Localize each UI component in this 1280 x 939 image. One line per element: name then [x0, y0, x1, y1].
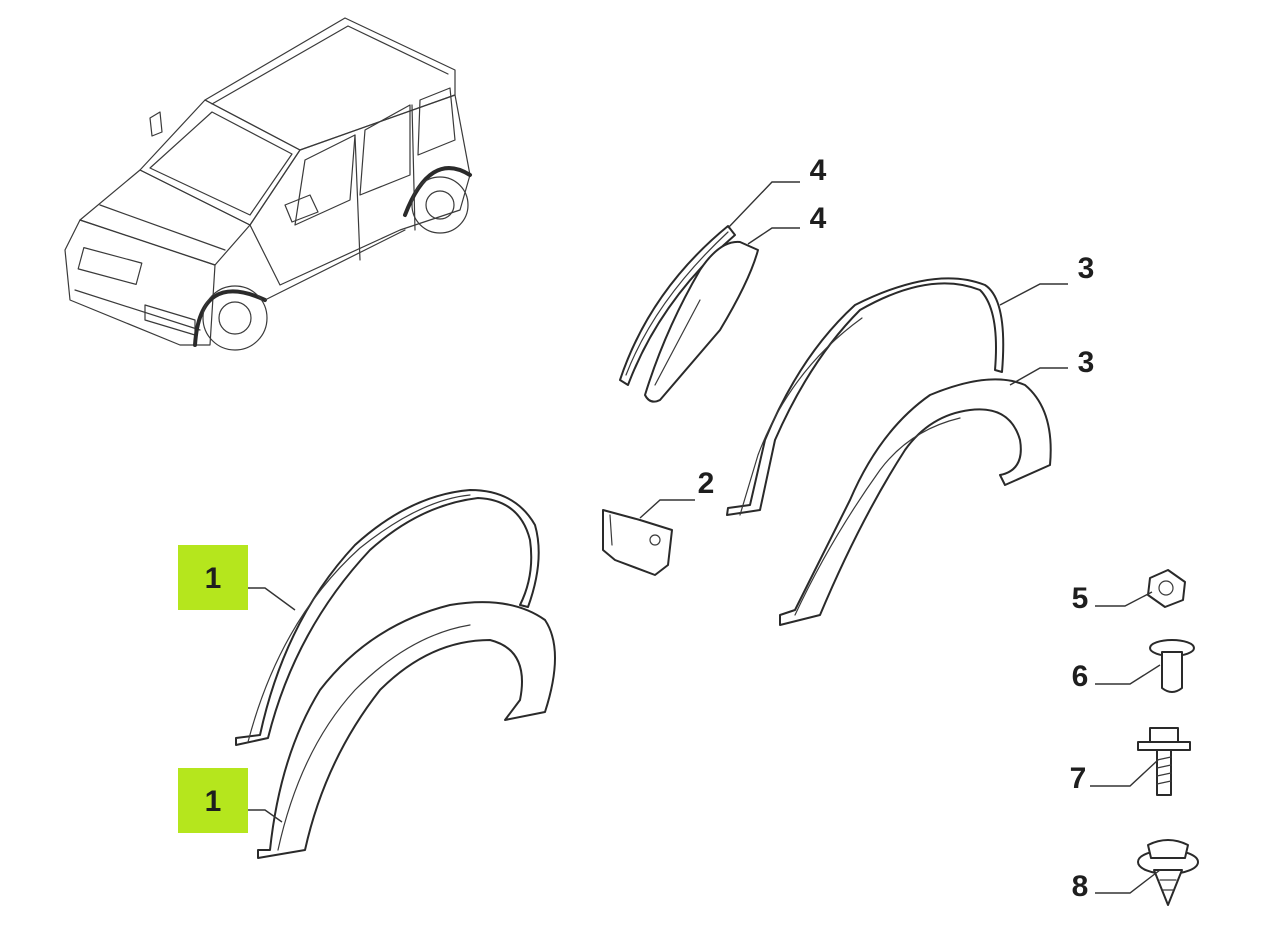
part-4-trim-strips [619, 225, 759, 403]
part-3-rear-arch [726, 277, 1052, 626]
callout-3-lower: 3 [1078, 346, 1095, 379]
callout-8: 8 [1072, 870, 1089, 903]
callout-3-upper: 3 [1078, 252, 1095, 285]
fastener-6-pin [1149, 639, 1195, 693]
callout-6: 6 [1072, 660, 1089, 693]
callout-4-upper: 4 [810, 154, 827, 187]
part-2-bracket [602, 509, 673, 576]
callout-4-lower: 4 [810, 202, 827, 235]
highlight-box-1-lower [178, 768, 248, 833]
callout-1-upper: 1 [205, 562, 222, 595]
leader-lines [248, 181, 1161, 894]
fastener-5-nut [1147, 569, 1186, 608]
part-1-front-arch [235, 489, 556, 859]
fastener-8-clip [1137, 839, 1199, 906]
callout-5: 5 [1072, 582, 1089, 615]
fastener-7-screw [1137, 727, 1191, 796]
callout-1-lower: 1 [205, 785, 222, 818]
vehicle-illustration [64, 17, 472, 351]
callout-2: 2 [698, 467, 715, 500]
highlight-box-1-upper [178, 545, 248, 610]
callout-7: 7 [1070, 762, 1087, 795]
